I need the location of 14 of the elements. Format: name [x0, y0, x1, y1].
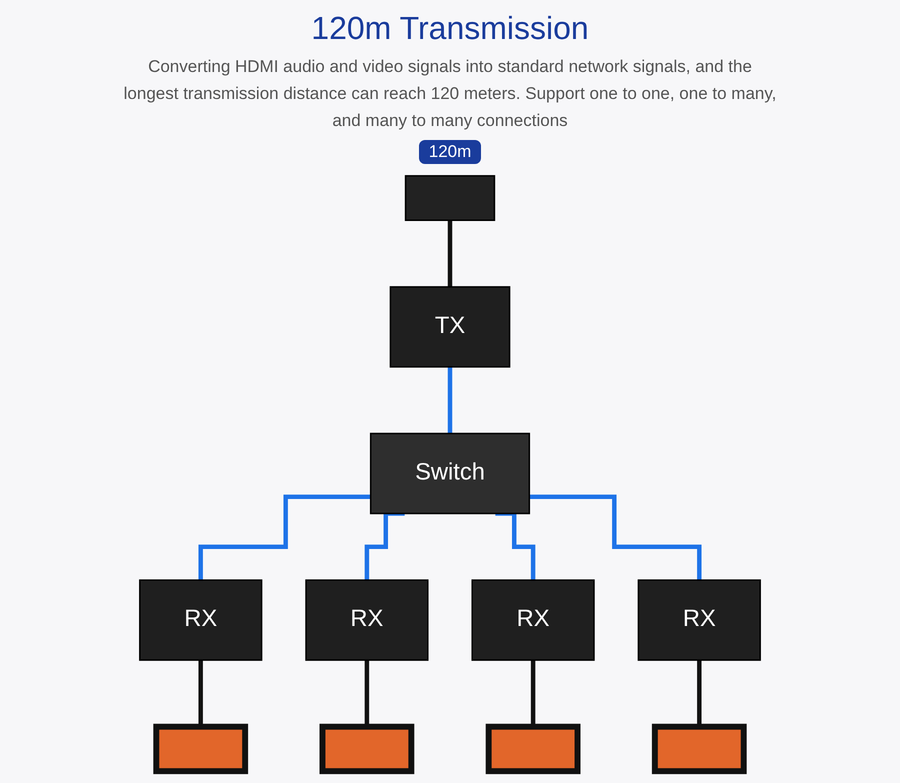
node-box: RX	[471, 579, 595, 661]
node-box	[652, 724, 747, 774]
node-box	[404, 175, 496, 222]
node-box: RX	[305, 579, 429, 661]
node-box: Switch	[370, 432, 530, 514]
node-box	[320, 724, 414, 774]
distance-badge: 120m	[418, 140, 482, 164]
node-box: RX	[638, 579, 761, 661]
title: 120m Transmission	[311, 10, 589, 47]
description: Converting HDMI audio and video signals into standard network signals, and the longest transmission distance can reach 120 meters. Support one to one, one to many, and many to many connections	[122, 56, 778, 132]
node-box: TX	[390, 286, 510, 368]
node-box	[153, 724, 248, 774]
node-box	[486, 724, 580, 774]
node-box: RX	[139, 579, 262, 661]
